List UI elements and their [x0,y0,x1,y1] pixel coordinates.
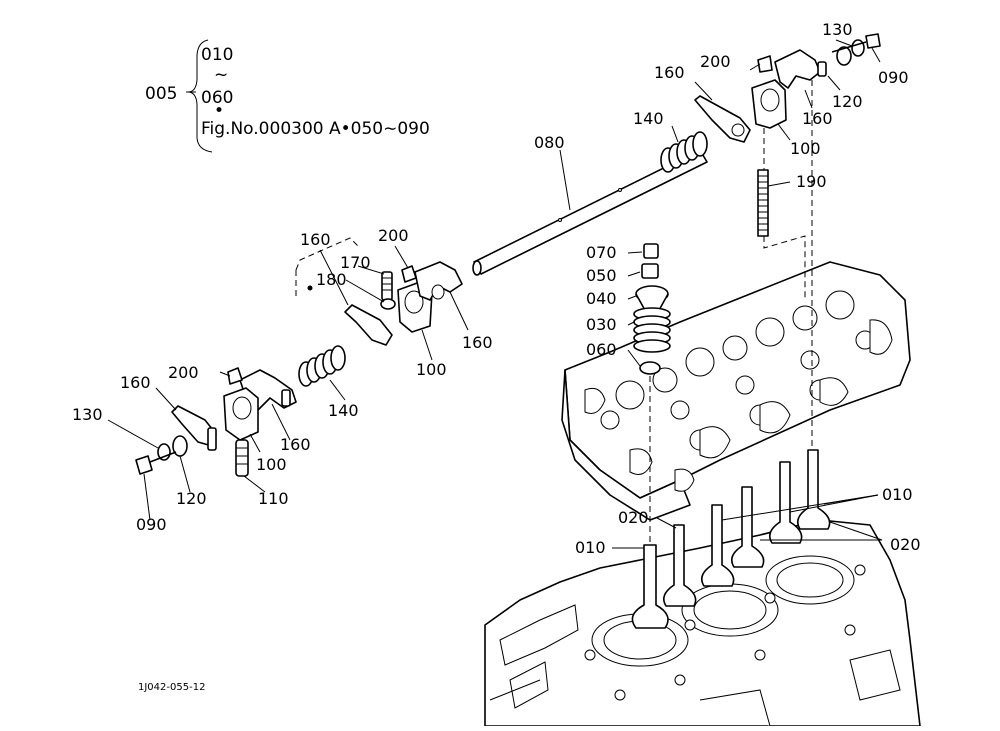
rocker-group-middle [295,237,463,387]
callout-stud: 190 [796,172,827,191]
valve-stem-seal [639,361,661,375]
callout-spring-right: 140 [633,109,664,128]
callout-nut-left: 200 [168,363,199,382]
rocker-group-left [135,367,297,477]
callout-washer2-right: 130 [822,20,853,39]
callout-cap: 070 [586,243,617,262]
note-range-tilde: ~ [214,65,228,85]
note-range-end: 060 [201,88,233,108]
note-group-code: 005 [145,84,177,104]
callout-nut-mid2: 200 [378,226,409,245]
callout-washer2-left: 130 [72,405,103,424]
group-marker-dot [307,285,313,291]
callout-plug: 110 [258,489,289,508]
callout-seal: 060 [586,340,617,359]
callout-shaft: 080 [534,133,565,152]
valve-collet [641,263,659,279]
callout-guide-b: 020 [890,535,921,554]
stud [757,169,769,237]
callout-washer-right: 120 [832,92,863,111]
callout-washer-left: 120 [176,489,207,508]
screw-right [865,33,881,49]
nut-left [227,367,243,385]
callout-arm-l1: 160 [120,373,151,392]
callout-screw-left: 090 [136,515,167,534]
rocker-spring-mid [298,345,346,387]
callout-guide-a: 020 [618,508,649,527]
callout-spring: 030 [586,315,617,334]
reference-note: 005 010 ~ 060 • Fig.No.000300 A•050∼090 [145,39,430,153]
adjust-screw [381,271,393,301]
valve-cap [643,243,659,259]
callout-adjust-screw: 170 [340,253,371,272]
washer-right [836,46,852,66]
callout-valve-b: 010 [882,485,913,504]
nut-right [757,55,773,73]
callout-collet: 050 [586,266,617,285]
plug [235,439,249,477]
rocker-group-right [660,33,881,450]
valves [631,449,831,629]
nut-mid2 [401,265,417,283]
note-range-start: 010 [201,45,233,65]
callout-bracket-mid: 100 [416,360,447,379]
callout-bracket-left: 100 [256,455,287,474]
callout-arm-m1: 160 [300,230,331,249]
callout-arm-r2: 160 [802,109,833,128]
callout-valve-a: 010 [575,538,606,557]
screw-left [135,455,153,475]
callout-labels: 130 200 160 090 120 160 140 100 080 190 … [72,20,921,557]
note-dot: • [214,101,224,121]
callout-arm-m2: 160 [462,333,493,352]
nut-mid [380,298,396,310]
note-reference: Fig.No.000300 A•050∼090 [201,119,430,139]
rocker-arm-m1 [344,304,393,346]
valve-spring [633,307,671,353]
cylinder-head-drawing [484,261,921,727]
callout-arm-l2: 160 [280,435,311,454]
callout-bracket-right: 100 [790,139,821,158]
rocker-arm-r2 [774,49,821,89]
callout-arm-r1: 160 [654,63,685,82]
callout-screw-right: 090 [878,68,909,87]
rocker-spring-right [660,131,708,173]
drawing-code: 1J042-055-12 [138,682,205,693]
valve-spring-stack [633,243,671,545]
rocker-shaft [472,149,708,276]
callout-nut-mid: 180 [316,270,347,289]
callout-retainer: 040 [586,289,617,308]
leader-lines [107,39,883,549]
callout-spring-mid: 140 [328,401,359,420]
callout-nut-right: 200 [700,52,731,71]
